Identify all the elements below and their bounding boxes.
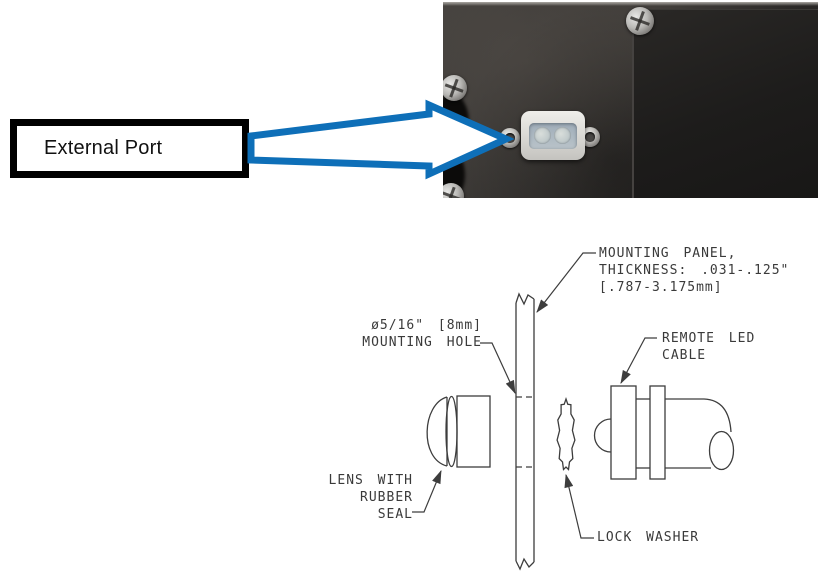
leader-mounting-hole: [480, 342, 516, 395]
leader-mounting-panel: [536, 252, 596, 313]
label-lens-with-rubber-seal: LENS WITH RUBBER SEAL: [328, 473, 413, 522]
screw-icon: [443, 75, 467, 101]
leader-lock-washer: [564, 473, 594, 539]
callout-label: External Port: [44, 137, 163, 159]
port-screw-left: [500, 128, 520, 148]
label-lock-washer: LOCK WASHER: [597, 530, 700, 545]
lens-drawing: [426, 395, 491, 468]
port-recess: [529, 123, 577, 149]
screw-icon: [626, 7, 654, 35]
leader-remote-led: [620, 337, 657, 384]
led-cable-drawing: [593, 385, 735, 480]
screw-icon: [443, 183, 464, 198]
mounting-diagram: [412, 252, 735, 571]
port-screw-right: [580, 127, 600, 147]
port-pin: [534, 127, 551, 144]
lock-washer-drawing: [556, 396, 576, 471]
port-pin: [554, 127, 571, 144]
external-port-connector: [521, 111, 585, 160]
label-mounting-panel: MOUNTING PANEL, THICKNESS: .031-.125" [.…: [599, 246, 790, 295]
panel-edge-highlight: [443, 2, 818, 6]
leader-lens: [412, 469, 442, 513]
panel-raised-section: [632, 9, 818, 198]
label-remote-led-cable: REMOTE LED CABLE: [662, 331, 756, 363]
external-port-callout: External Port: [10, 119, 249, 178]
panel-photo: [443, 2, 818, 198]
cable-shadow: [443, 94, 469, 150]
label-mounting-hole: ø5/16" [8mm] MOUNTING HOLE: [362, 318, 482, 350]
mounting-panel-drawing: [515, 292, 535, 571]
